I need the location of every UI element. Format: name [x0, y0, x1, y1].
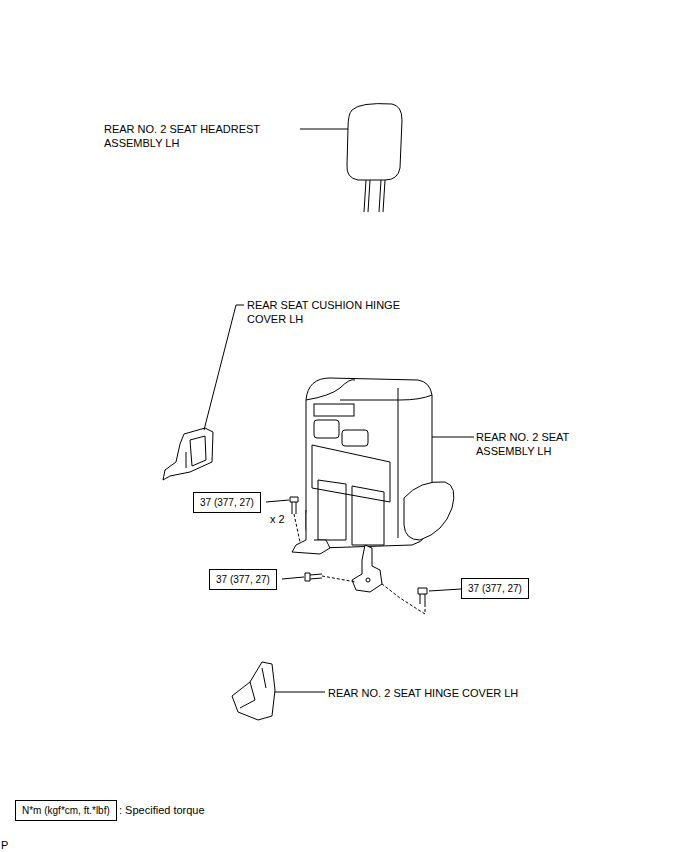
torque-value: 37 (377, 27) — [468, 582, 522, 595]
page-mark: P — [1, 838, 21, 852]
part-name: REAR SEAT CUSHION HINGE COVER LH — [247, 298, 412, 326]
part-name: REAR NO. 2 SEAT ASSEMBLY LH — [476, 430, 588, 458]
torque-box: 37 (377, 27) — [461, 578, 529, 599]
quantity-note: x 2 — [270, 512, 300, 526]
torque-value: 37 (377, 27) — [216, 573, 270, 586]
part-name: REAR NO. 2 SEAT HEADREST ASSEMBLY LH — [104, 122, 282, 150]
torque-box: 37 (377, 27) — [193, 492, 261, 513]
legend-text: : Specified torque — [119, 803, 205, 817]
part-name: REAR NO. 2 SEAT HINGE COVER LH — [328, 686, 588, 700]
torque-value: 37 (377, 27) — [200, 496, 254, 509]
torque-value: N*m (kgf*cm, ft.*lbf) — [22, 804, 110, 817]
torque-box: 37 (377, 27) — [209, 569, 277, 590]
legend-sample-box: N*m (kgf*cm, ft.*lbf) — [15, 800, 117, 821]
